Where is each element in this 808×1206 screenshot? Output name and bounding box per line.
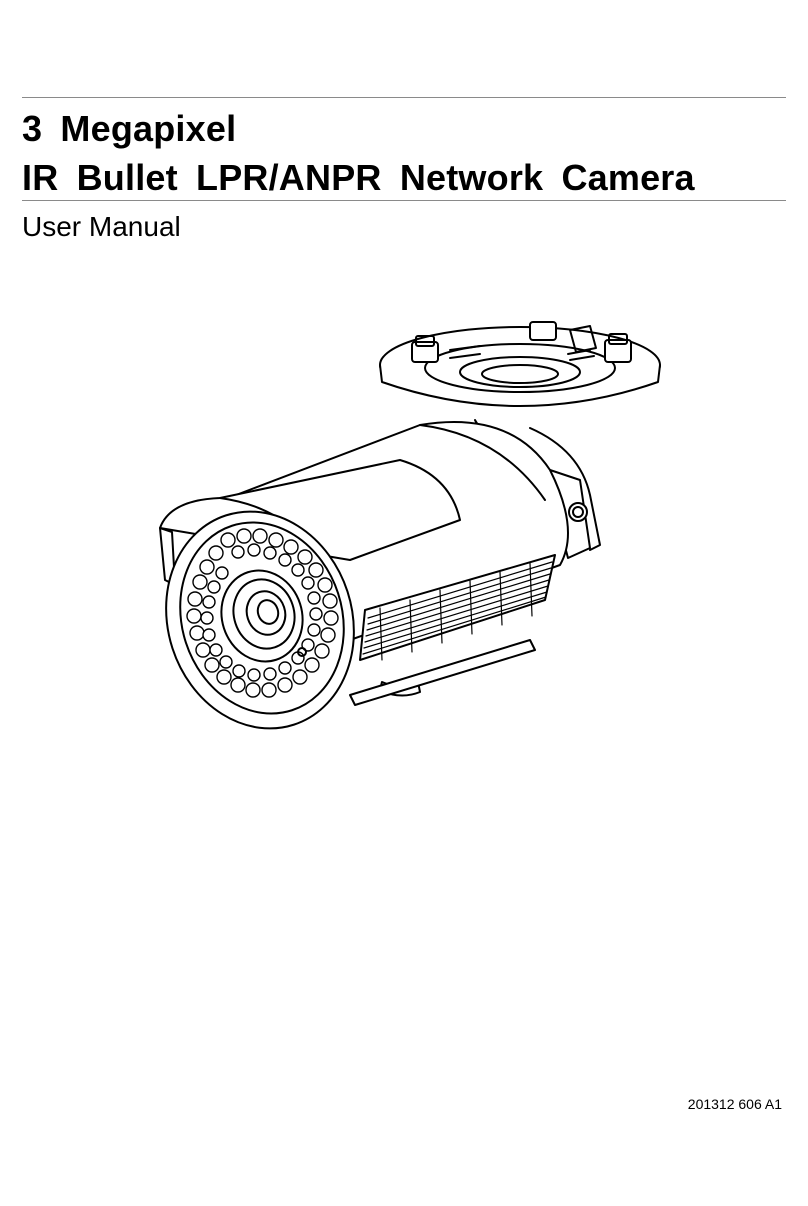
document-subtitle: User Manual xyxy=(22,211,181,242)
title-divider-rule xyxy=(22,200,786,201)
title-line-1: 3 Megapixel xyxy=(22,108,237,149)
mount-base-plate xyxy=(379,321,661,407)
camera-illustration xyxy=(150,300,670,740)
camera-lens xyxy=(220,569,307,663)
ir-led-ring xyxy=(186,528,339,698)
top-rule xyxy=(22,97,786,98)
ir-bullet-camera-with-mount-bracket-icon xyxy=(159,321,661,730)
front-bezel xyxy=(165,510,355,730)
document-code: 201312 606 A1 xyxy=(687,1096,782,1112)
title-line-2: IR Bullet LPR/ANPR Network Camera xyxy=(22,157,695,198)
